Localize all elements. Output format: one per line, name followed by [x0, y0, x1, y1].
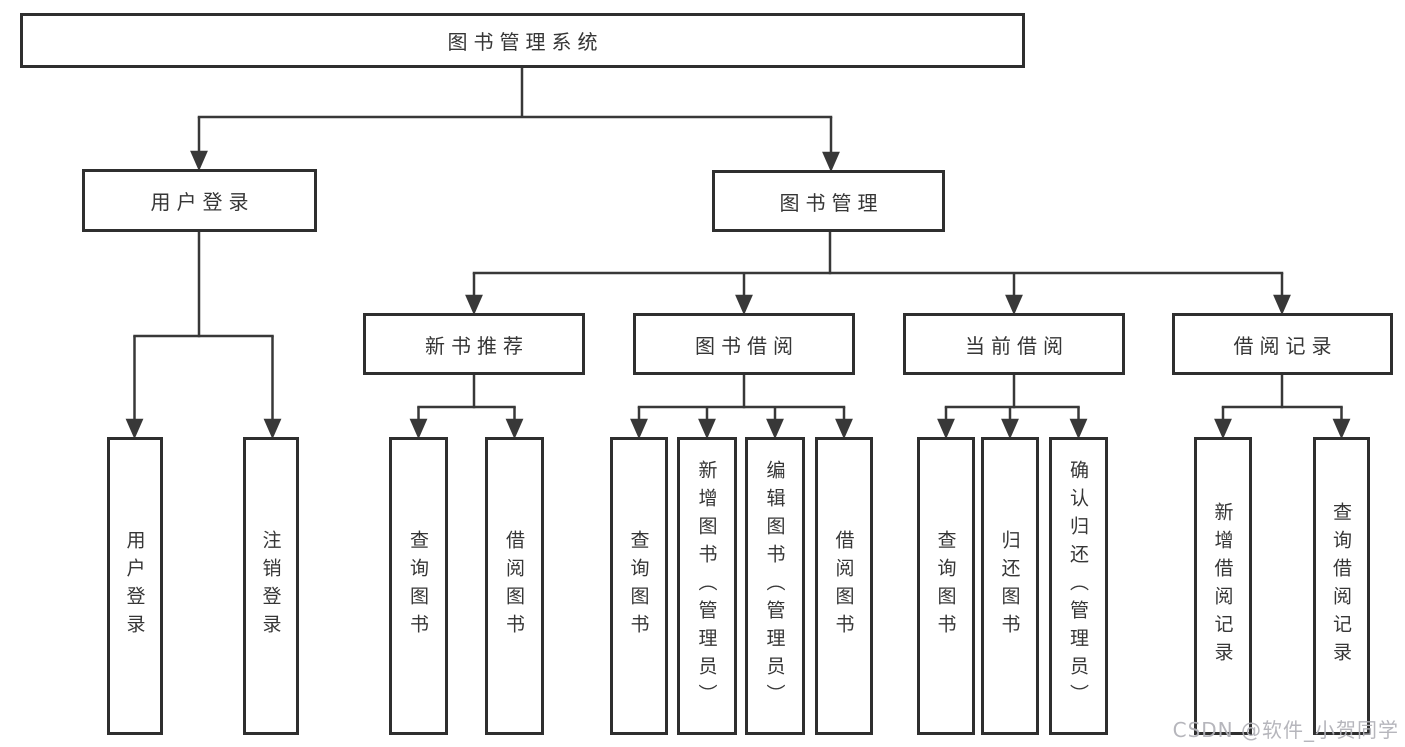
edge-book-mgmt-to-level3	[465, 231, 1291, 316]
edge-borrow-records-to-children	[1214, 375, 1351, 440]
node-bb-query-books-label: 查询图书	[627, 530, 650, 642]
node-cb-confirm-return: 确认归还（管理员）	[1049, 437, 1108, 735]
node-logout-leaf: 注销登录	[243, 437, 299, 735]
node-br-query-record-label: 查询借阅记录	[1330, 502, 1352, 670]
csdn-watermark: CSDN @软件_小贺同学	[1172, 718, 1399, 742]
node-user-login: 用户登录	[82, 169, 317, 232]
node-cb-return-books-label: 归还图书	[998, 530, 1021, 642]
node-bb-edit-books-label: 编辑图书（管理员）	[763, 460, 786, 712]
node-cb-confirm-return-label: 确认归还（管理员）	[1067, 460, 1089, 712]
node-borrow-records-label: 借阅记录	[1233, 333, 1338, 358]
node-br-add-record-label: 新增借阅记录	[1211, 502, 1234, 670]
node-bb-edit-books: 编辑图书（管理员）	[745, 437, 805, 735]
edge-root-to-level2	[190, 67, 840, 173]
node-rec-query-books: 查询图书	[389, 437, 448, 735]
node-bb-borrow-books-label: 借阅图书	[832, 530, 855, 642]
node-cb-query-books: 查询图书	[917, 437, 975, 735]
node-book-borrow: 图书借阅	[633, 313, 855, 375]
edge-current-borrow-to-children	[937, 375, 1088, 440]
node-book-borrow-label: 图书借阅	[695, 333, 799, 358]
node-book-mgmt-label: 图书管理	[779, 190, 884, 215]
node-cb-query-books-label: 查询图书	[934, 530, 957, 642]
node-rec-query-books-label: 查询图书	[407, 530, 429, 642]
node-br-add-record: 新增借阅记录	[1194, 437, 1252, 735]
node-new-book-rec: 新书推荐	[363, 313, 585, 375]
node-br-query-record: 查询借阅记录	[1313, 437, 1370, 735]
node-bb-add-books: 新增图书（管理员）	[677, 437, 737, 735]
node-new-book-rec-label: 新书推荐	[425, 333, 529, 358]
node-bb-query-books: 查询图书	[610, 437, 668, 735]
node-cb-return-books: 归还图书	[981, 437, 1039, 735]
edge-book-borrow-to-children	[630, 375, 853, 440]
node-borrow-records: 借阅记录	[1172, 313, 1393, 375]
node-rec-borrow-books: 借阅图书	[485, 437, 544, 735]
node-root: 图书管理系统	[20, 13, 1025, 68]
node-user-login-leaf: 用户登录	[107, 437, 163, 735]
node-rec-borrow-books-label: 借阅图书	[503, 530, 525, 642]
edge-new-book-rec-to-children	[409, 375, 524, 440]
node-user-login-leaf-label: 用户登录	[123, 530, 146, 642]
node-user-login-label: 用户登录	[150, 190, 255, 214]
node-book-mgmt: 图书管理	[712, 170, 945, 232]
node-root-label: 图书管理系统	[447, 30, 604, 54]
node-bb-borrow-books: 借阅图书	[815, 437, 873, 735]
node-logout-leaf-label: 注销登录	[259, 530, 282, 642]
node-current-borrow-label: 当前借阅	[965, 333, 1069, 358]
node-current-borrow: 当前借阅	[903, 313, 1125, 375]
node-bb-add-books-label: 新增图书（管理员）	[695, 460, 718, 712]
edge-user-login-to-children	[125, 231, 282, 440]
